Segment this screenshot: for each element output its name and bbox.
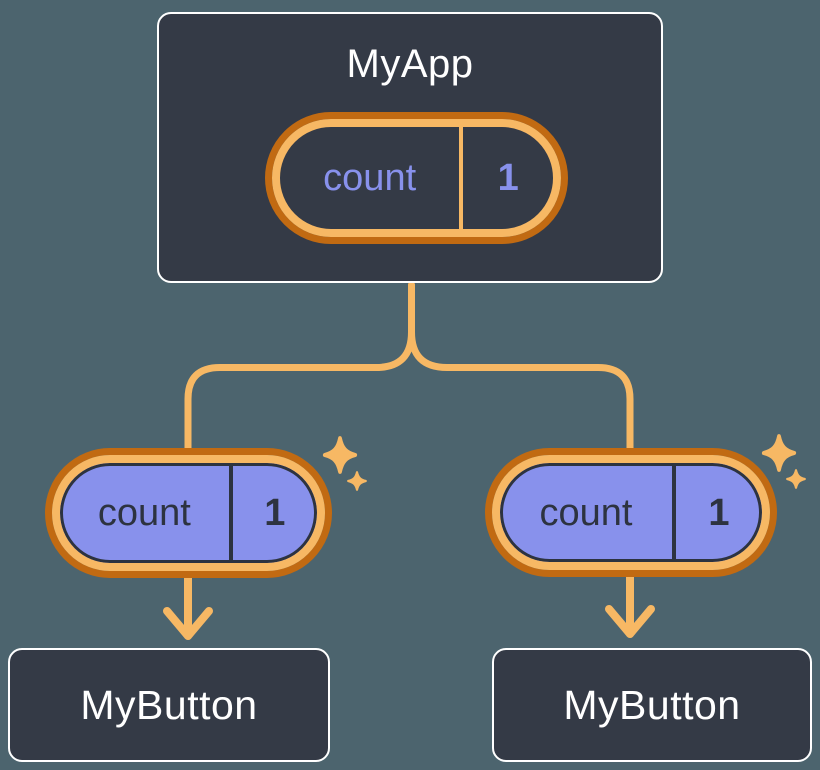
pill-divider bbox=[672, 463, 676, 562]
prop-pill-left: count 1 bbox=[45, 448, 332, 578]
parent-component-label: MyApp bbox=[346, 42, 474, 86]
arrow-down-right-icon bbox=[605, 570, 655, 638]
tree-connector-left bbox=[184, 281, 415, 459]
tree-connector-right bbox=[408, 281, 634, 459]
pill-divider bbox=[459, 127, 464, 229]
state-pill: count 1 bbox=[265, 112, 568, 244]
prop-name-label: count bbox=[97, 492, 191, 534]
prop-pill-right: count 1 bbox=[485, 448, 777, 577]
sparkle-large-icon bbox=[764, 436, 794, 470]
pill-divider bbox=[228, 463, 233, 563]
child-component-node-right: MyButton bbox=[492, 648, 812, 762]
parent-component-node: MyApp count 1 bbox=[157, 12, 663, 283]
arrow-down-left-icon bbox=[163, 571, 213, 640]
prop-value-label: 1 bbox=[264, 492, 286, 534]
state-name-label: count bbox=[323, 157, 417, 199]
child-component-label: MyButton bbox=[563, 681, 741, 728]
sparkle-small-icon bbox=[786, 469, 806, 489]
prop-name-label: count bbox=[539, 491, 633, 534]
state-value-label: 1 bbox=[497, 157, 519, 199]
sparkle-large-icon bbox=[325, 438, 355, 472]
child-component-label: MyButton bbox=[80, 681, 258, 728]
sparkle-small-icon bbox=[347, 471, 367, 491]
prop-value-label: 1 bbox=[708, 491, 730, 534]
child-component-node-left: MyButton bbox=[8, 648, 330, 762]
